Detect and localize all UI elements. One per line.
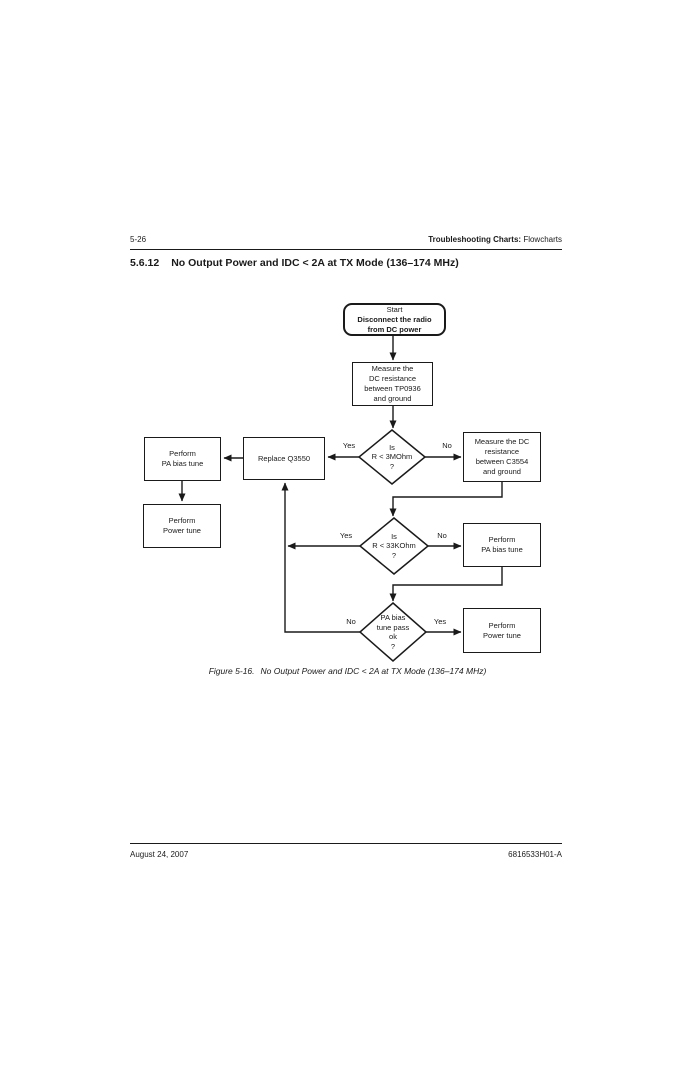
pa-bias-tune-left-box: Perform PA bias tune (144, 437, 221, 481)
decision1-no-label: No (442, 441, 452, 450)
power-tune-left-box: Perform Power tune (143, 504, 221, 548)
header-section-bold: Troubleshooting Charts: (428, 235, 522, 244)
page-header: 5-26 Troubleshooting Charts: Flowcharts (130, 235, 562, 250)
decision1-yes-label: Yes (342, 441, 356, 450)
start-action-text: Disconnect the radio from DC power (357, 314, 432, 334)
footer-doc-number: 6816533H01-A (508, 850, 562, 859)
decision3-yes-label: Yes (433, 617, 447, 626)
figure-caption-text: No Output Power and IDC < 2A at TX Mode … (260, 666, 487, 676)
decision1-diamond (357, 429, 427, 485)
connector-c3554-to-decision2 (389, 482, 503, 517)
connector-decision3-no-to-replace (281, 482, 360, 633)
footer-date: August 24, 2007 (130, 850, 189, 859)
page-number: 5-26 (130, 235, 147, 244)
decision2-diamond (358, 517, 430, 575)
decision3-no-label: No (346, 617, 356, 626)
measure-tp0936-box: Measure the DC resistance between TP0936… (352, 362, 433, 406)
power-tune-right-box: Perform Power tune (463, 608, 541, 653)
decision2-text: Is R < 33KOhm ? (372, 531, 416, 560)
start-label: Start (386, 304, 403, 314)
figure-caption: Figure 5-16. No Output Power and IDC < 2A… (0, 666, 695, 676)
decision2-yes-label: Yes (339, 531, 353, 540)
replace-q3550-box: Replace Q3550 (243, 437, 325, 480)
page-footer: August 24, 2007 6816533H01-A (130, 843, 562, 859)
header-section-label: Troubleshooting Charts: Flowcharts (428, 235, 562, 244)
section-title: 5.6.12 No Output Power and IDC < 2A at TX… (130, 257, 630, 269)
measure-c3554-box: Measure the DC resistance between C3554 … (463, 432, 541, 482)
figure-caption-label: Figure 5-16. (208, 666, 255, 676)
decision3-diamond (358, 602, 428, 662)
decision2-no-label: No (437, 531, 447, 540)
section-number: 5.6.12 (130, 257, 160, 269)
connector-pabiasright-to-decision3 (389, 567, 503, 602)
decision1-text: Is R < 3MOhm ? (371, 442, 413, 471)
section-title-text: No Output Power and IDC < 2A at TX Mode … (171, 257, 459, 269)
pa-bias-tune-right-box: Perform PA bias tune (463, 523, 541, 567)
decision3-text: PA bias tune pass ok ? (376, 613, 410, 651)
start-node: Start Disconnect the radio from DC power (343, 303, 446, 336)
header-section-regular: Flowcharts (523, 235, 562, 244)
